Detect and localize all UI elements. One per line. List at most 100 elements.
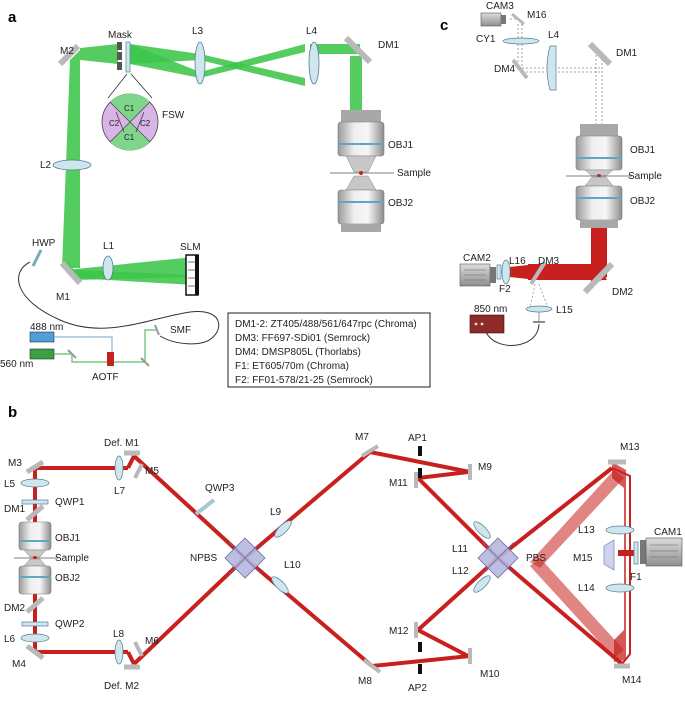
aotf-crystal [107,352,114,366]
aperture-ap1-lower [418,468,422,478]
mirror-m4 [25,644,45,660]
aperture-ap1-upper [418,446,422,456]
dichroic-dm1 [343,35,373,65]
fsw-sector-c2-right: C2 [140,119,151,128]
fsw-sector-c2-left: C2 [109,119,120,128]
label-cam2: CAM2 [463,253,491,264]
label-dm1: DM1 [378,40,400,51]
legend-box: DM1-2: ZT405/488/561/647rpc (Chroma) DM3… [227,312,431,388]
label-l1: L1 [103,241,115,252]
label-m4: M4 [12,659,26,670]
panel-label-c: c [440,17,448,34]
label-m11: M11 [389,478,408,489]
lens-l8 [114,639,124,665]
label-m15: M15 [573,553,593,564]
objective-obj2-c [575,176,623,228]
lens-l13 [605,525,635,535]
lens-l10 [271,576,289,594]
ir-paths [517,24,603,125]
laser-combiner [29,324,160,367]
label-l7: L7 [114,486,126,497]
mirror-m16 [511,12,525,26]
legend-line-4: F1: ET605/70m (Chroma) [235,361,349,372]
label-m10: M10 [480,669,500,680]
objective-obj1-c [575,124,623,177]
label-dm3: DM3 [538,256,560,267]
label-sample-b: Sample [55,553,89,564]
label-m14: M14 [622,675,642,686]
pbs-cube [477,537,519,579]
label-dm1-b: DM1 [4,504,26,515]
label-defm1: Def. M1 [104,438,139,449]
label-cy1: CY1 [476,34,496,45]
red-detection-path-c [510,228,607,286]
mirror-m2 [57,43,81,67]
mirror-m1 [59,260,83,286]
camera-cam2 [459,263,496,287]
lens-l4-c [546,45,557,91]
ir-illumination-path [529,283,549,309]
lens-l16 [501,259,511,285]
dichroic-dm1-b [25,504,45,522]
ir-fiber [485,323,540,346]
label-f1: F1 [630,572,642,583]
label-qwp1: QWP1 [55,497,85,508]
laser-488 [29,331,55,343]
mirror-m8 [362,658,382,674]
label-obj1-b: OBJ1 [55,533,80,544]
label-l12: L12 [452,566,469,577]
label-sample: Sample [397,168,431,179]
mirror-m6 [133,641,144,657]
label-l6: L6 [4,634,16,645]
label-qwp3: QWP3 [205,483,235,494]
laser-560 [29,348,55,360]
label-f2: F2 [499,284,511,295]
label-m5: M5 [145,466,159,477]
label-l13: L13 [578,525,595,536]
label-l8: L8 [113,629,125,640]
label-pbs: PBS [526,553,546,564]
filter-f1 [633,541,639,565]
label-l10: L10 [284,560,301,571]
lens-l9 [274,520,292,538]
label-dm1-c: DM1 [616,48,638,59]
label-qwp2: QWP2 [55,619,85,630]
single-mode-fiber [18,261,220,345]
dichroic-dm2-b [25,596,45,614]
lens-l4 [308,41,320,85]
label-m7: M7 [355,432,369,443]
mirror-m5 [133,463,144,479]
label-l5: L5 [4,479,16,490]
camera-cam1 [640,537,683,567]
label-m16: M16 [527,10,547,21]
aperture-ap2-upper [418,642,422,652]
quarter-wave-plate-2 [21,621,49,627]
filter-wheel-fsw [101,73,159,151]
panel-label-a: a [8,9,17,26]
label-l14: L14 [578,583,595,594]
label-sample-c: Sample [628,171,662,182]
label-dm2-b: DM2 [4,603,26,614]
lens-l2 [52,159,92,171]
label-l11: L11 [452,544,468,555]
label-obj1-c: OBJ1 [630,145,655,156]
lens-l3 [194,41,206,85]
half-wave-plate [31,249,43,267]
legend-line-2: DM3: FF697-SDi01 (Semrock) [235,333,370,344]
label-smf: SMF [170,325,191,336]
panel-a: a M2 Mask [0,9,431,383]
lens-l15 [525,305,553,313]
legend-line-1: DM1-2: ZT405/488/561/647rpc (Chroma) [235,319,417,330]
label-m12: M12 [389,626,409,637]
lens-l12 [473,575,491,593]
objective-obj1-b [18,521,52,558]
label-l2: L2 [40,160,52,171]
label-l4: L4 [306,26,318,37]
mask [117,41,131,73]
legend-line-3: DM4: DMSP805L (Thorlabs) [235,347,361,358]
dichroic-dm4 [511,58,529,80]
mirror-m15 [603,539,615,571]
label-obj1: OBJ1 [388,140,413,151]
label-l4-c: L4 [548,30,560,41]
